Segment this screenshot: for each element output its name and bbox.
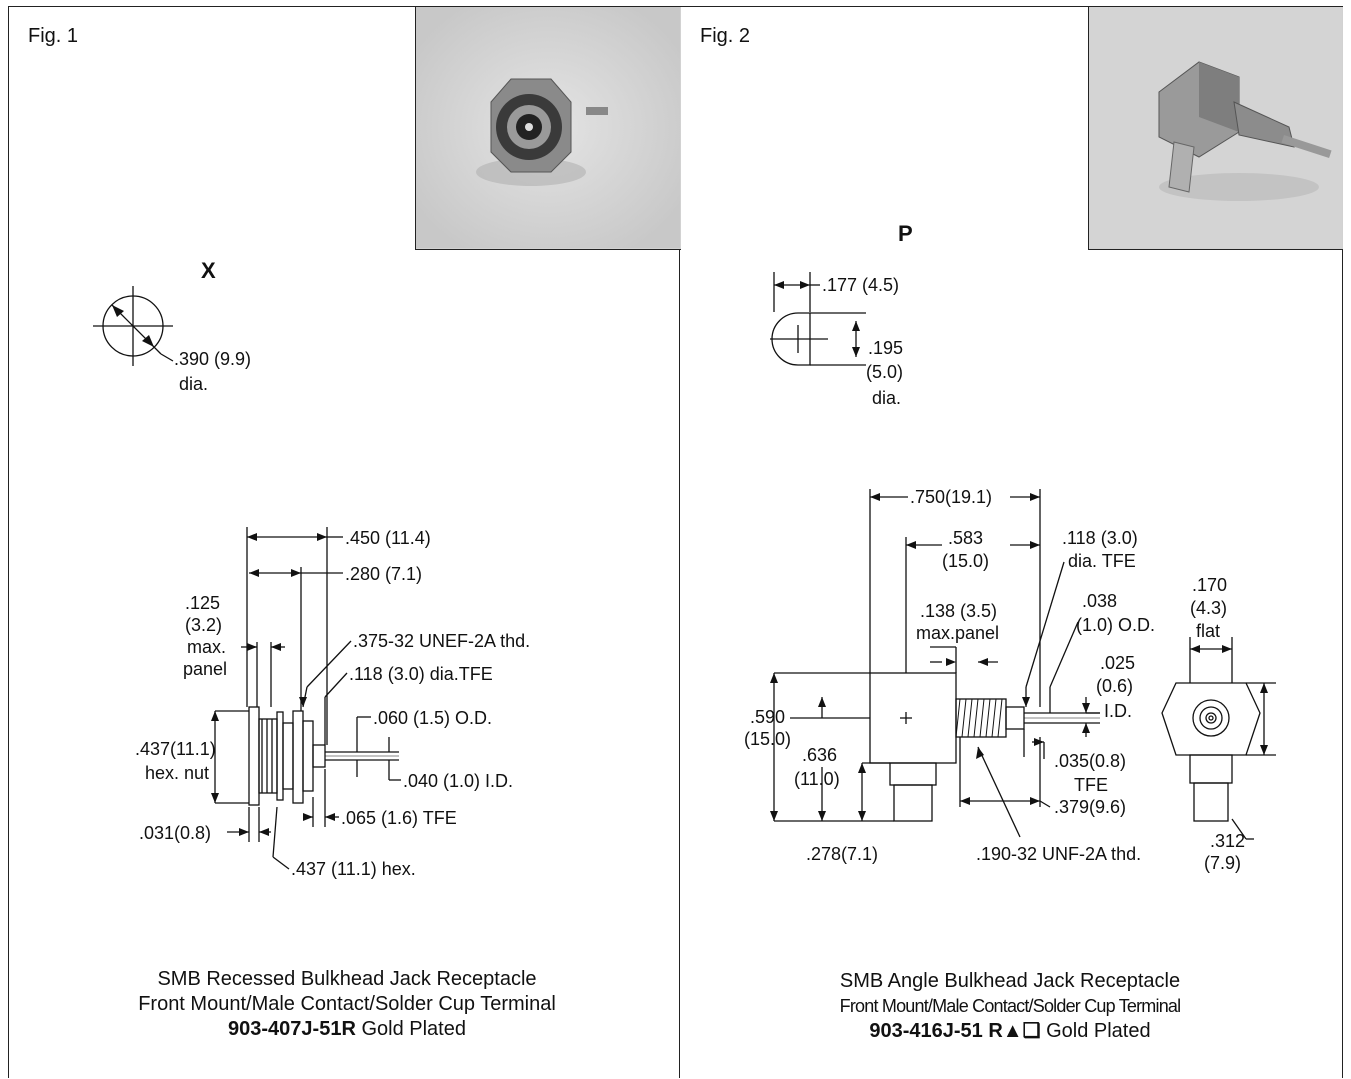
dim-hexnut-1: .437(11.1): [135, 739, 216, 759]
finish-2: Gold Plated: [1046, 1020, 1151, 1042]
dim-177: .177 (4.5): [822, 275, 899, 295]
dim-025-2: (0.6): [1096, 676, 1133, 696]
angle-jack-photo-icon: [1089, 7, 1342, 248]
dim-thread: .375-32 UNEF-2A thd.: [353, 631, 530, 651]
dim-thread-190: .190-32 UNF-2A thd.: [976, 844, 1141, 864]
dim-590-2: (15.0): [744, 729, 791, 749]
dim-278: .278(7.1): [806, 844, 878, 864]
part-number-1: 903-407J-51R: [228, 1018, 356, 1040]
dim-tfe-dia: .118 (3.0) dia.TFE: [349, 664, 493, 684]
dim-038-1: .038: [1082, 591, 1117, 611]
figure-1-photo: [415, 7, 681, 250]
figure-2-photo: [1088, 7, 1343, 250]
dim-138-1: .138 (3.5): [920, 601, 997, 621]
dim-280: .280 (7.1): [345, 564, 422, 584]
part-number-2: 903-416J-51 R▲❑: [869, 1020, 1041, 1042]
dim-panel-1: .125: [185, 593, 220, 613]
figure-2-caption: SMB Angle Bulkhead Jack Receptacle Front…: [720, 969, 1300, 1044]
caption-1-line2: Front Mount/Male Contact/Solder Cup Term…: [138, 993, 556, 1015]
dim-138-2: max.panel: [916, 623, 999, 643]
dim-panel-3: max.: [187, 637, 226, 657]
view-letter-x: X: [201, 258, 216, 283]
caption-2-line1: SMB Angle Bulkhead Jack Receptacle: [839, 970, 1181, 992]
dim-035-1: .035(0.8): [1054, 751, 1126, 771]
dim-065: .065 (1.6) TFE: [341, 808, 457, 828]
dim-dia-word: dia.: [179, 374, 208, 394]
dim-170-1: .170: [1192, 575, 1227, 595]
caption-2-line2: Front Mount/Male Contact/Solder Cup Term…: [839, 996, 1181, 1016]
bulkhead-jack-photo-icon: [416, 7, 680, 248]
dim-379: .379(9.6): [1054, 797, 1126, 817]
dim-312-2: (7.9): [1204, 853, 1241, 873]
view-letter-p: P: [898, 221, 913, 246]
figure-2-label: Fig. 2: [700, 25, 751, 47]
figure-2-drawing: P .177 (4.5) .195 (5.0) dia. .750(19.1) …: [744, 221, 1276, 873]
figure-1-label: Fig. 1: [28, 25, 79, 47]
figure-1-drawing: X .390 (9.9) dia. .450 (11.4) .280 (7.1)…: [93, 258, 530, 879]
dim-195-2: (5.0): [866, 362, 903, 382]
dim-636-1: .636: [802, 745, 837, 765]
dim-636-2: (11.0): [794, 769, 840, 789]
dim-750: .750(19.1): [910, 487, 992, 507]
dim-170-3: flat: [1196, 621, 1220, 641]
dim-id: .040 (1.0) I.D.: [403, 771, 513, 791]
caption-1-line1: SMB Recessed Bulkhead Jack Receptacle: [157, 968, 537, 990]
dim-panel-4: panel: [183, 659, 227, 679]
figure-2-panel: Fig. 2: [680, 6, 1343, 1078]
dim-025-3: I.D.: [1104, 701, 1132, 721]
dim-450: .450 (11.4): [345, 528, 431, 548]
dim-583-1: .583: [948, 528, 983, 548]
dim-118-1: .118 (3.0): [1062, 528, 1138, 548]
figure-1-caption: SMB Recessed Bulkhead Jack Receptacle Fr…: [69, 967, 625, 1042]
dim-hexnut-2: hex. nut: [145, 763, 209, 783]
dim-170-2: (4.3): [1190, 598, 1227, 618]
finish-1: Gold Plated: [361, 1018, 466, 1040]
dim-195-1: .195: [868, 338, 903, 358]
dim-035-2: TFE: [1074, 775, 1108, 795]
dim-583-2: (15.0): [942, 551, 989, 571]
dim-025-1: .025: [1100, 653, 1135, 673]
dim-hex-437: .437 (11.1) hex.: [291, 859, 416, 879]
dim-panel-2: (3.2): [185, 615, 222, 635]
dim-od: .060 (1.5) O.D.: [373, 708, 492, 728]
dim-031: .031(0.8): [139, 823, 211, 843]
figure-1-panel: Fig. 1: [8, 6, 681, 1078]
dim-038-2: (1.0) O.D.: [1076, 615, 1155, 635]
dim-118-2: dia. TFE: [1068, 551, 1136, 571]
dim-195-3: dia.: [872, 388, 901, 408]
dim-312-1: .312: [1210, 831, 1245, 851]
dim-590-1: .590: [750, 707, 785, 727]
dim-dia-390: .390 (9.9): [174, 349, 251, 369]
